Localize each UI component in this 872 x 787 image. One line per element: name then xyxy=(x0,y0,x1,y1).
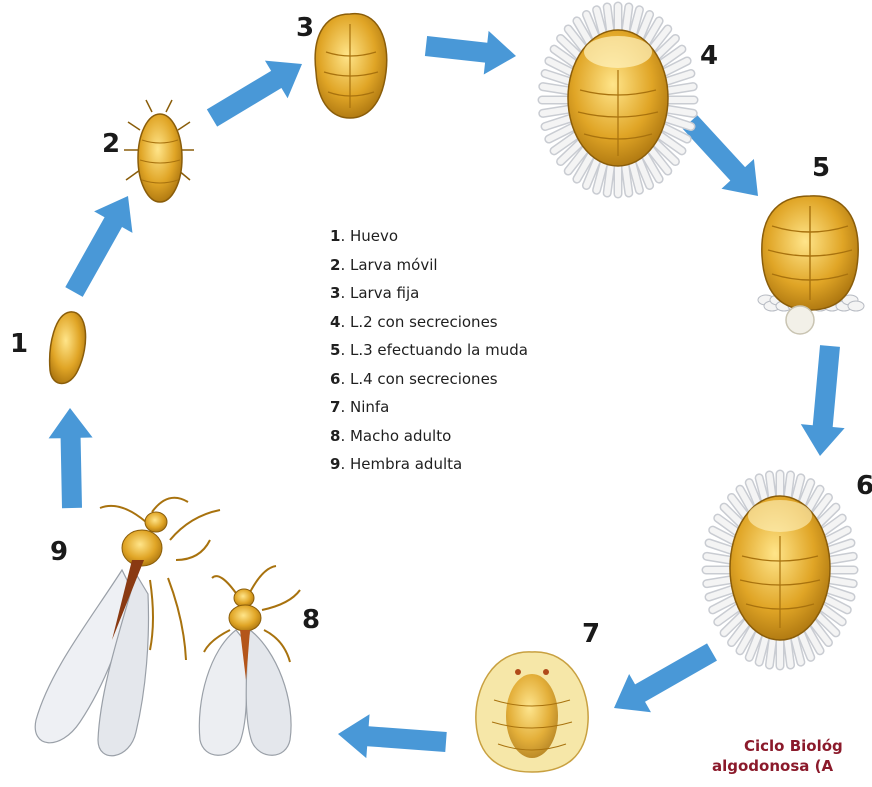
legend-number: 7 xyxy=(330,398,340,416)
legend-number: 8 xyxy=(330,427,340,445)
legend-number: 5 xyxy=(330,341,340,359)
figure-caption: Ciclo Biológ algodonosa (A xyxy=(712,736,872,776)
cycle-arrow xyxy=(801,345,845,456)
cycle-arrow xyxy=(614,643,717,712)
cycle-arrow xyxy=(65,196,132,297)
stage-7-nymph xyxy=(476,652,588,772)
legend-number: 4 xyxy=(330,313,340,331)
stage-number-4: 4 xyxy=(700,41,718,71)
legend-text: . Macho adulto xyxy=(340,427,451,445)
legend-text: . Larva móvil xyxy=(340,256,437,274)
caption-line-2: algodonosa (A xyxy=(712,756,872,776)
stage-8-adult-male xyxy=(199,566,300,755)
molt-wax xyxy=(848,301,864,311)
legend-item: 6. L.4 con secreciones xyxy=(330,365,528,394)
stage-number-6: 6 xyxy=(856,471,872,501)
stage-number-5: 5 xyxy=(812,153,830,183)
legend-text: . L.2 con secreciones xyxy=(340,313,497,331)
stage-6-l4-secretions xyxy=(706,474,854,666)
stage-5-l3-molting xyxy=(758,196,864,334)
stage-number-7: 7 xyxy=(582,619,600,649)
legend-number: 2 xyxy=(330,256,340,274)
legend-number: 3 xyxy=(330,284,340,302)
legend-item: 3. Larva fija xyxy=(330,279,528,308)
legend-text: . Hembra adulta xyxy=(340,455,462,473)
cycle-arrow xyxy=(49,408,93,508)
stage-4-l2-secretions xyxy=(542,6,694,194)
stage-2-mobile-larva xyxy=(124,100,194,202)
cycle-arrow xyxy=(338,714,447,758)
cycle-arrow xyxy=(207,61,302,127)
legend-item: 2. Larva móvil xyxy=(330,251,528,280)
stage-number-2: 2 xyxy=(102,129,120,159)
legend-text: . L.4 con secreciones xyxy=(340,370,497,388)
legend-item: 1. Huevo xyxy=(330,222,528,251)
legend: 1. Huevo 2. Larva móvil 3. Larva fija 4.… xyxy=(330,222,528,479)
legend-item: 8. Macho adulto xyxy=(330,422,528,451)
stage-3-fixed-larva xyxy=(315,14,387,118)
legend-number: 1 xyxy=(330,227,340,245)
stage-1-egg xyxy=(50,312,86,384)
legend-item: 9. Hembra adulta xyxy=(330,450,528,479)
legend-text: . Larva fija xyxy=(340,284,419,302)
stage-number-9: 9 xyxy=(50,537,68,567)
legend-text: . L.3 efectuando la muda xyxy=(340,341,527,359)
legend-item: 5. L.3 efectuando la muda xyxy=(330,336,528,365)
stage-number-3: 3 xyxy=(296,13,314,43)
legend-item: 4. L.2 con secreciones xyxy=(330,308,528,337)
caption-line-1: Ciclo Biológ xyxy=(712,736,872,756)
stage-number-1: 1 xyxy=(10,329,28,359)
legend-item: 7. Ninfa xyxy=(330,393,528,422)
legend-text: . Ninfa xyxy=(340,398,389,416)
legend-text: . Huevo xyxy=(340,227,398,245)
cycle-arrow xyxy=(425,31,516,75)
stage-number-8: 8 xyxy=(302,605,320,635)
legend-number: 9 xyxy=(330,455,340,473)
legend-number: 6 xyxy=(330,370,340,388)
